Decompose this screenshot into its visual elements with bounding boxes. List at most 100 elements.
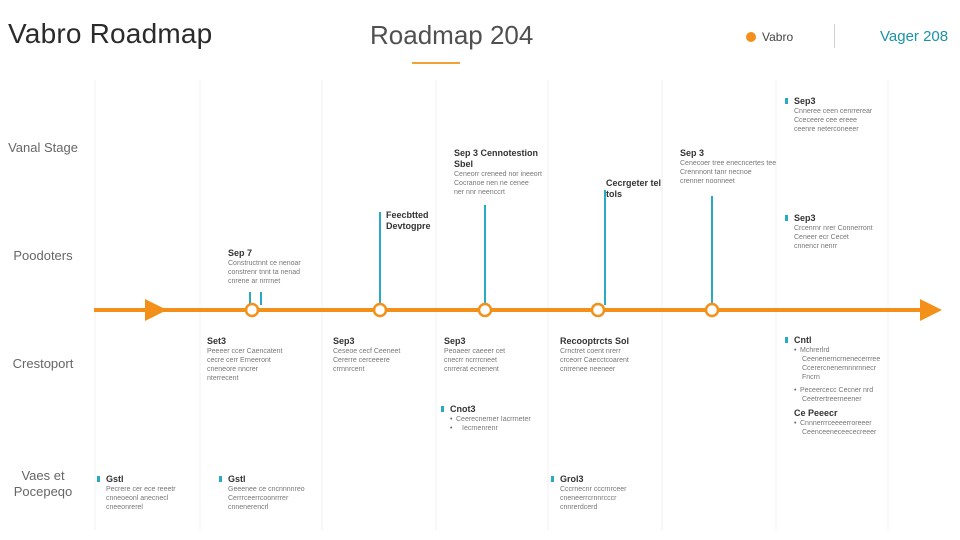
card-line: cecre cerr Erneeront xyxy=(207,357,271,364)
card-line: crceorr Caecctcoarent xyxy=(560,357,629,364)
card-title: Set3 xyxy=(207,336,227,346)
card-line: cneeonrerel xyxy=(106,504,143,511)
card-line: Cccrnecnr cccrnrceer xyxy=(560,486,627,493)
card-line: Peeeer ccer Caencatent xyxy=(207,348,283,355)
card-line: cneneore nncrer xyxy=(207,366,258,373)
status-marker xyxy=(785,98,788,104)
milestone-card[interactable]: Feecbtted Devtogpre xyxy=(386,210,496,232)
app-title: Vabro Roadmap xyxy=(8,18,213,49)
bullet-item: Cnnnerrrceeeerroreeer xyxy=(794,419,894,428)
header-divider xyxy=(834,24,835,48)
milestone-marker xyxy=(590,302,606,318)
legend-dot-icon xyxy=(746,32,756,42)
bullet-item: Peceercecc Cecner nrd xyxy=(794,386,894,395)
status-marker xyxy=(785,337,788,343)
timeline-end-arrow xyxy=(920,299,942,321)
bullet-item: Iecrnenrenr xyxy=(450,424,560,433)
card-line: crrnnrcent xyxy=(333,366,365,373)
status-marker xyxy=(551,476,554,482)
status-marker xyxy=(219,476,222,482)
card-line: Ceetrertreerneener xyxy=(802,396,862,403)
milestone-card[interactable]: Cecrgeter tel tols xyxy=(606,178,716,200)
card-title: Feecbtted Devtogpre xyxy=(386,210,431,231)
card-title: Sep 3 xyxy=(680,148,705,158)
card-line: cnrrenee neeneer xyxy=(560,366,616,373)
milestone-card[interactable]: Set3 Peeeer ccer Caencatent cecre cerr E… xyxy=(207,336,317,383)
card-line: Ceenenerncrnenecerrree xyxy=(802,356,881,363)
card-line: Crnctret coent nrerr xyxy=(560,348,621,355)
card-line: cneneerrcrnnrcccr xyxy=(560,495,617,502)
card-line: Geeenee ce cncnnnnreo xyxy=(228,486,305,493)
status-card[interactable]: Grol3 Cccrnecnr cccrnrceer cneneerrcrnnr… xyxy=(551,474,670,512)
milestone-marker xyxy=(477,302,493,318)
card-line: Ceneer ecr Cecet xyxy=(794,234,849,241)
milestone-marker xyxy=(704,302,720,318)
card-line: constrenr tnnt ta nenad xyxy=(228,269,300,276)
status-card[interactable]: Cntl Mchrerlrd Ceenenerncrnenecerrree Cc… xyxy=(785,335,894,437)
card-title: Grol3 xyxy=(560,474,584,484)
card-line: cnnenerencrl xyxy=(228,504,269,511)
milestone-marker xyxy=(244,302,260,318)
card-line: Crcenrnr nrer Connerront xyxy=(794,225,873,232)
lane-label-vanal-stage: Vanal Stage xyxy=(8,140,78,155)
card-line: cnrrerat ecnenent xyxy=(444,366,499,373)
status-card[interactable]: Sep3 Crcenrnr nrer Connerront Ceneer ecr… xyxy=(785,213,904,251)
card-line: crenner noonneet xyxy=(680,178,735,185)
milestone-card[interactable]: Sep3 Peoaeer caeeer cet cnecrr ncrrrcnee… xyxy=(444,336,554,374)
card-line: Ceenceeneceececreeer xyxy=(802,429,877,436)
card-line: Peoaeer caeeer cet xyxy=(444,348,506,355)
card-line: nterrecent xyxy=(207,375,239,382)
card-line: Cnneree ceen cenrrerear xyxy=(794,108,873,115)
card-title: Sep3 xyxy=(794,213,816,223)
status-card[interactable]: Gstl Geeenee ce cncnnnnreo Cerrrceerrcoo… xyxy=(219,474,338,512)
card-title: Cecrgeter tel tols xyxy=(606,178,662,199)
card-line: Cererre cerceeere xyxy=(333,357,390,364)
card-line: cnrene ar nrrrnet xyxy=(228,278,281,285)
version-label[interactable]: Vager 208 xyxy=(880,28,949,45)
card-line: Cocranoe nen ne cenee xyxy=(454,180,529,187)
card-line: cnneoeonl anecnecl xyxy=(106,495,169,502)
bullet-item: Ceerecnerner Iacrrneter xyxy=(450,415,560,424)
timeline-start-arrow xyxy=(145,299,167,321)
status-marker xyxy=(441,406,444,412)
card-title: Cntl xyxy=(794,335,812,345)
card-line: cnnrerdcerd xyxy=(560,504,598,511)
milestone-card[interactable]: Sep 7 Constructnnt ce nenoar constrenr t… xyxy=(228,248,338,286)
status-card[interactable]: Cnot3 Ceerecnerner Iacrrneter Iecrnenren… xyxy=(441,404,560,433)
status-marker xyxy=(97,476,100,482)
lane-label-poodoters: Poodoters xyxy=(13,248,73,263)
milestone-card[interactable]: Sep 3 Cennotestion Sbel Ceneorr creneed … xyxy=(454,148,564,197)
card-title: Sep3 xyxy=(794,96,816,106)
card-title: Sep3 xyxy=(333,336,355,346)
card-line: Ceneorr creneed nor ineeort xyxy=(454,171,542,178)
status-card[interactable]: Gstl Pecrere cer ece reeetr cnneoeonl an… xyxy=(97,474,216,512)
card-line: Cerrrceerrcoonrrrer xyxy=(228,495,289,502)
milestone-card[interactable]: Sep 3 Cenecoer tree enecncertes tee Cren… xyxy=(680,148,790,186)
card-title: Gstl xyxy=(228,474,246,484)
legend-label: Vabro xyxy=(762,30,794,44)
card-title: Gstl xyxy=(106,474,124,484)
lane-label-vaes-pocepeqo: Vaes et Pocepeqo xyxy=(13,468,73,499)
card-line: Cenecoer tree enecncertes tee xyxy=(680,160,777,167)
milestone-card[interactable]: Sep3 Ceseoe cecf Ceeneet Cererre cerceee… xyxy=(333,336,443,374)
card-line: Ceseoe cecf Ceeneet xyxy=(333,348,401,355)
card-title: Sep 7 xyxy=(228,248,253,258)
status-card[interactable]: Sep3 Cnneree ceen cenrrerear Cceceere ce… xyxy=(785,96,904,134)
milestone-marker xyxy=(372,302,388,318)
card-line: Crennnont tanr necnoe xyxy=(680,169,752,176)
card-line: Fncrn xyxy=(802,374,820,381)
card-line: cnnencr nenrr xyxy=(794,243,838,250)
milestone-card[interactable]: Recooptrcts Sol Crnctret coent nrerr crc… xyxy=(560,336,670,374)
title-underline xyxy=(412,62,460,64)
card-line: ceenre neterconeeer xyxy=(794,126,859,133)
bullet-item: Mchrerlrd xyxy=(794,346,894,355)
card-title: Sep3 xyxy=(444,336,466,346)
card-line: Cceceere cee ereee xyxy=(794,117,858,124)
card-line: Constructnnt ce nenoar xyxy=(228,260,301,267)
card-line: ner nnr neenccrt xyxy=(454,189,505,196)
card-subtitle: Ce Peeecr xyxy=(794,408,838,418)
card-line: Ccerercnenernnnrnnecr xyxy=(802,365,876,372)
status-marker xyxy=(785,215,788,221)
card-title: Sep 3 Cennotestion Sbel xyxy=(454,148,539,169)
